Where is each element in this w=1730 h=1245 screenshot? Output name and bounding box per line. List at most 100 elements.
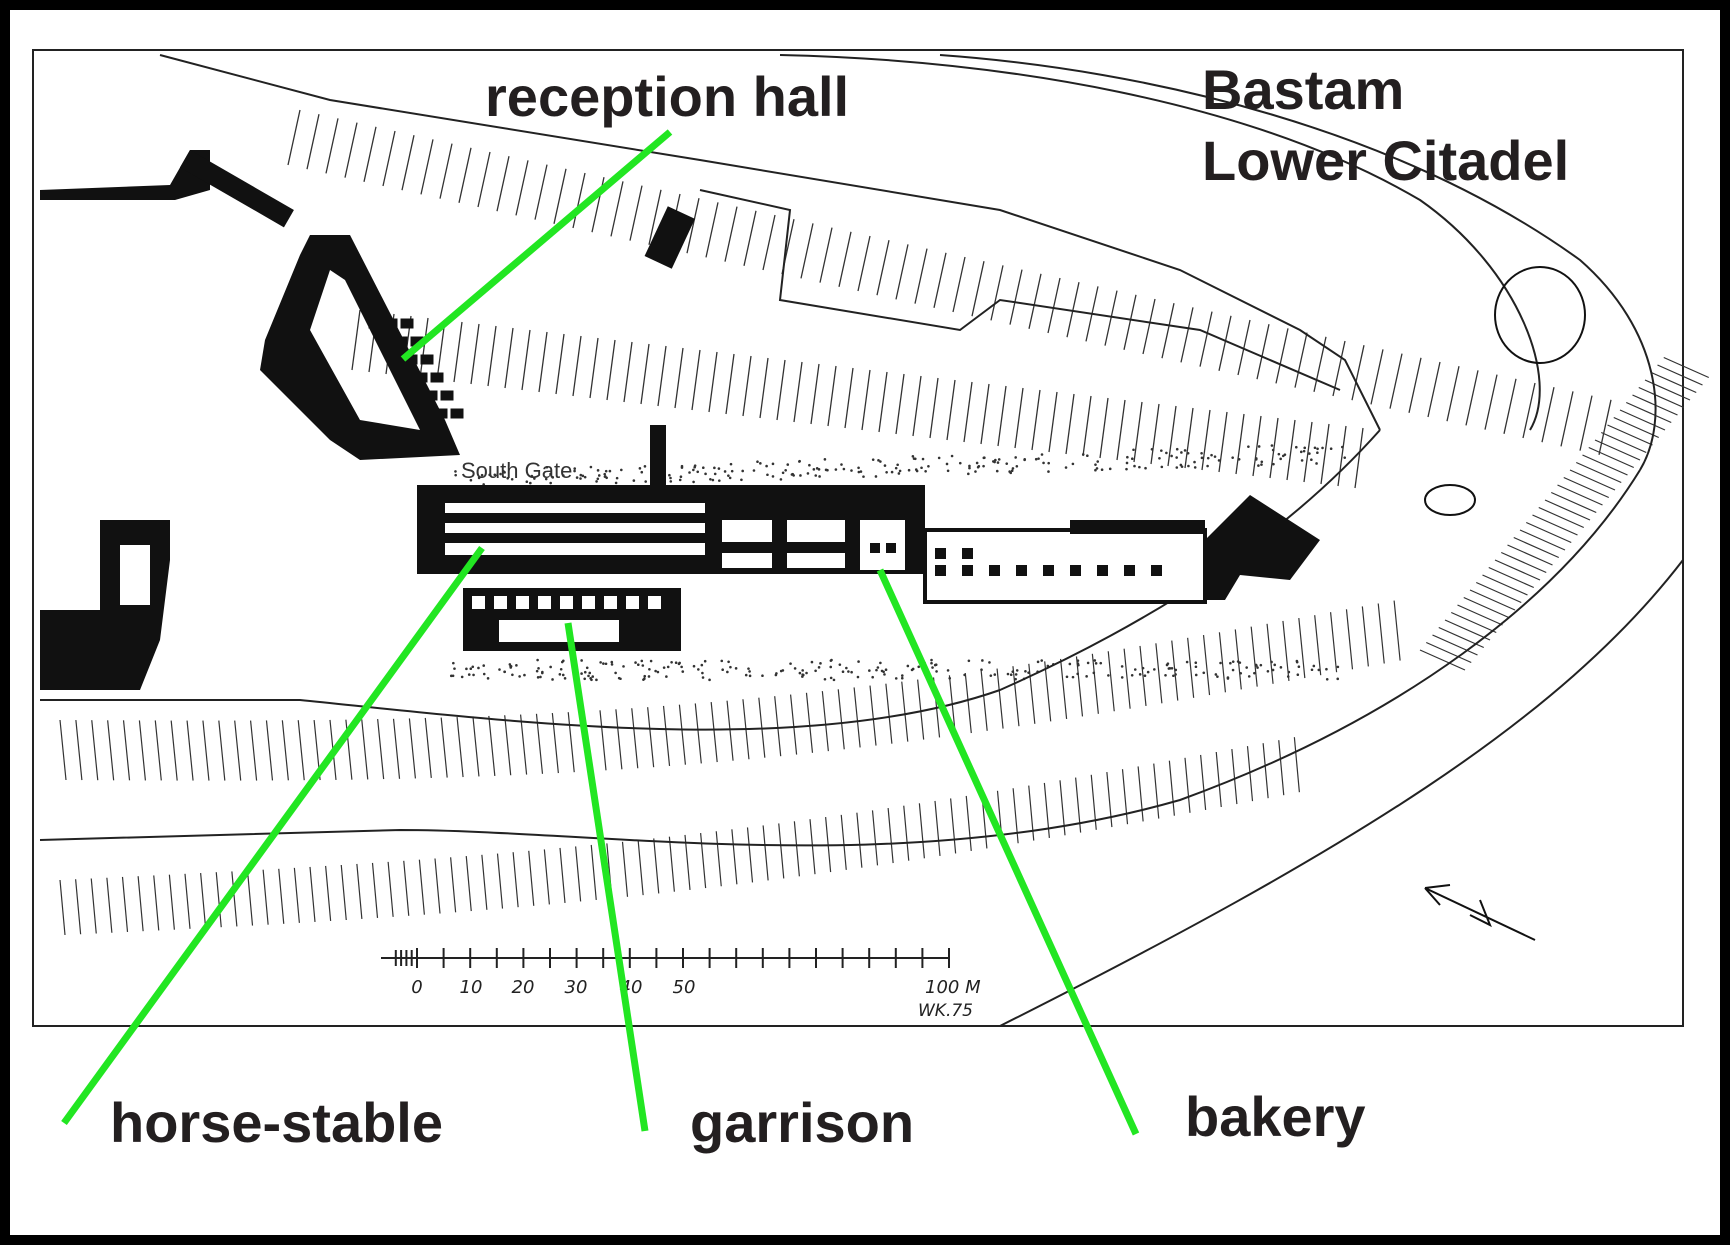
stipple-dot [640, 471, 643, 474]
pillar [452, 410, 462, 417]
stipple-dot [1308, 452, 1311, 455]
stipple-dot [1239, 672, 1242, 675]
stipple-dot [896, 463, 899, 466]
stipple-dot [871, 676, 874, 679]
stipple-dot [590, 466, 593, 469]
stipple-dot [868, 669, 871, 672]
stipple-dot [981, 659, 984, 662]
scale-end-label: 100 M [925, 977, 981, 998]
stipple-dot [595, 679, 598, 682]
stipple-dot [537, 676, 540, 679]
stipple-dot [648, 675, 651, 678]
stipple-dot [665, 675, 668, 678]
stipple-dot [1326, 678, 1329, 681]
stipple-dot [891, 471, 894, 474]
stipple-dot [657, 671, 660, 674]
stipple-dot [914, 457, 917, 460]
stipple-dot [872, 458, 875, 461]
stipple-dot [598, 474, 601, 477]
pillar [416, 374, 426, 381]
stipple-dot [819, 662, 822, 665]
stipple-dot [1014, 456, 1017, 459]
stipple-dot [729, 477, 732, 480]
stipple-dot [1284, 453, 1287, 456]
stipple-dot [1215, 673, 1218, 676]
stipple-dot [597, 477, 600, 480]
stipple-dot [1144, 467, 1147, 470]
stipple-dot [807, 472, 810, 475]
stipple-dot [843, 468, 846, 471]
stipple-dot [696, 471, 699, 474]
stipple-dot [786, 463, 789, 466]
label-horse-stable: horse-stable [110, 1091, 443, 1154]
annex-cell [1097, 565, 1108, 576]
stipple-dot [523, 674, 526, 677]
stipple-dot [847, 670, 850, 673]
stipple-dot [573, 467, 576, 470]
stipple-dot [993, 673, 996, 676]
stipple-dot [1160, 449, 1163, 452]
stipple-dot [680, 666, 683, 669]
stipple-dot [663, 666, 666, 669]
stipple-dot [850, 671, 853, 674]
stipple-dot [747, 667, 750, 670]
stipple-dot [559, 673, 562, 676]
stipple-dot [1301, 459, 1304, 462]
stipple-dot [584, 671, 587, 674]
stipple-dot [799, 474, 802, 477]
stipple-dot [1216, 675, 1219, 678]
stipple-dot [610, 661, 613, 664]
garrison-cell [494, 596, 507, 609]
garrison-cell [472, 596, 485, 609]
stipple-dot [934, 664, 937, 667]
stipple-dot [498, 668, 501, 671]
annex-cell [1016, 565, 1027, 576]
garrison-cell [626, 596, 639, 609]
stipple-dot [454, 474, 457, 477]
stipple-dot [602, 662, 605, 665]
stipple-dot [620, 469, 623, 472]
stipple-dot [1082, 453, 1085, 456]
stipple-dot [694, 464, 697, 467]
stipple-dot [911, 669, 914, 672]
stipple-dot [766, 473, 769, 476]
stipple-dot [749, 675, 752, 678]
stipple-dot [591, 675, 594, 678]
stipple-dot [605, 662, 608, 665]
stipple-dot [1247, 445, 1250, 448]
annex-cell [1043, 565, 1054, 576]
stipple-dot [643, 675, 646, 678]
stipple-dot [669, 477, 672, 480]
stipple-dot [997, 461, 1000, 464]
stipple-dot [454, 470, 457, 473]
stipple-dot [947, 469, 950, 472]
stipple-dot [967, 473, 970, 476]
stipple-dot [801, 669, 804, 672]
stipple-dot [1194, 466, 1197, 469]
stipple-dot [1288, 671, 1291, 674]
stipple-dot [1087, 662, 1090, 665]
stipple-dot [1175, 466, 1178, 469]
stipple-dot [1042, 462, 1045, 465]
stipple-dot [1200, 452, 1203, 455]
stipple-dot [541, 672, 544, 675]
main-block [417, 485, 925, 574]
pillar [396, 338, 406, 345]
stipple-dot [634, 661, 637, 664]
stipple-dot [798, 460, 801, 463]
stipple-dot [1317, 669, 1320, 672]
stipple-dot [840, 463, 843, 466]
stipple-dot [829, 666, 832, 669]
stipple-dot [1014, 678, 1017, 681]
stipple-dot [1255, 664, 1258, 667]
stipple-dot [511, 673, 514, 676]
stipple-dot [604, 475, 607, 478]
stipple-dot [605, 470, 608, 473]
stipple-dot [1161, 466, 1164, 469]
stipple-dot [830, 677, 833, 680]
scale-label: 20 [512, 977, 535, 998]
stipple-dot [510, 665, 513, 668]
pillar [402, 320, 412, 327]
stipple-dot [637, 663, 640, 666]
garrison-cell [538, 596, 551, 609]
